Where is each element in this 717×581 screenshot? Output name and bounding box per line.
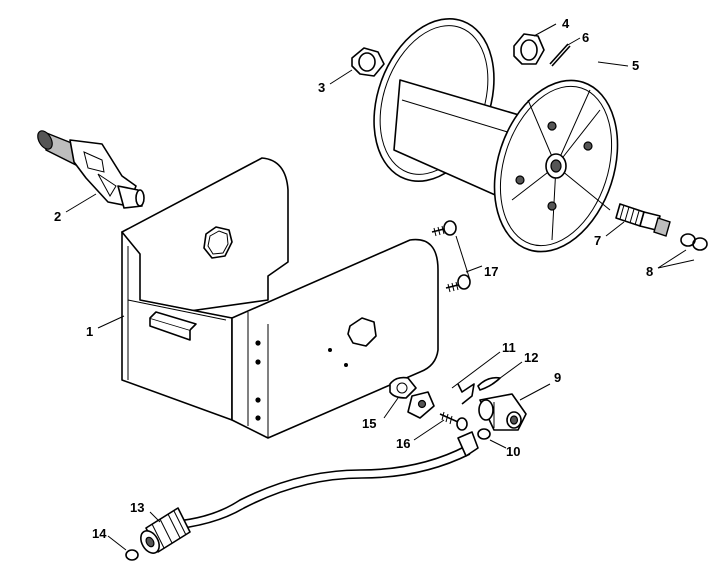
crank-handle: [37, 130, 145, 209]
frame-bracket: [121, 157, 439, 439]
hose-coupler: [140, 507, 191, 554]
clamp-screw: [439, 411, 468, 431]
swivel-fitting: [615, 203, 671, 237]
leader-lines: [65, 23, 695, 551]
label-7: 7: [594, 233, 601, 248]
label-14: 14: [92, 526, 107, 541]
hose: [163, 431, 479, 531]
label-15: 15: [362, 416, 376, 431]
label-11: 11: [502, 340, 516, 355]
label-17: 17: [484, 264, 498, 279]
part-labels: 1 2 3 4 5 6 7 8 9 10 11 12 13 14 15 16 1…: [54, 16, 653, 541]
o-rings: [680, 233, 708, 251]
label-16: 16: [396, 436, 410, 451]
label-13: 13: [130, 500, 144, 515]
label-2: 2: [54, 209, 61, 224]
hex-nut-right: [513, 33, 545, 65]
label-1: 1: [86, 324, 93, 339]
label-5: 5: [632, 58, 639, 73]
o-ring-coupler: [125, 549, 139, 561]
hex-nut-left: [351, 47, 385, 77]
hose-clamp: [389, 376, 435, 419]
label-8: 8: [646, 264, 653, 279]
label-4: 4: [562, 16, 570, 31]
o-ring-inlet: [477, 428, 491, 440]
inlet-elbow: [478, 393, 527, 431]
label-10: 10: [506, 444, 520, 459]
label-3: 3: [318, 80, 325, 95]
label-9: 9: [554, 370, 561, 385]
screws: [431, 220, 471, 293]
hose-reel: [373, 17, 619, 253]
pin: [549, 43, 571, 67]
label-6: 6: [582, 30, 589, 45]
label-12: 12: [524, 350, 538, 365]
